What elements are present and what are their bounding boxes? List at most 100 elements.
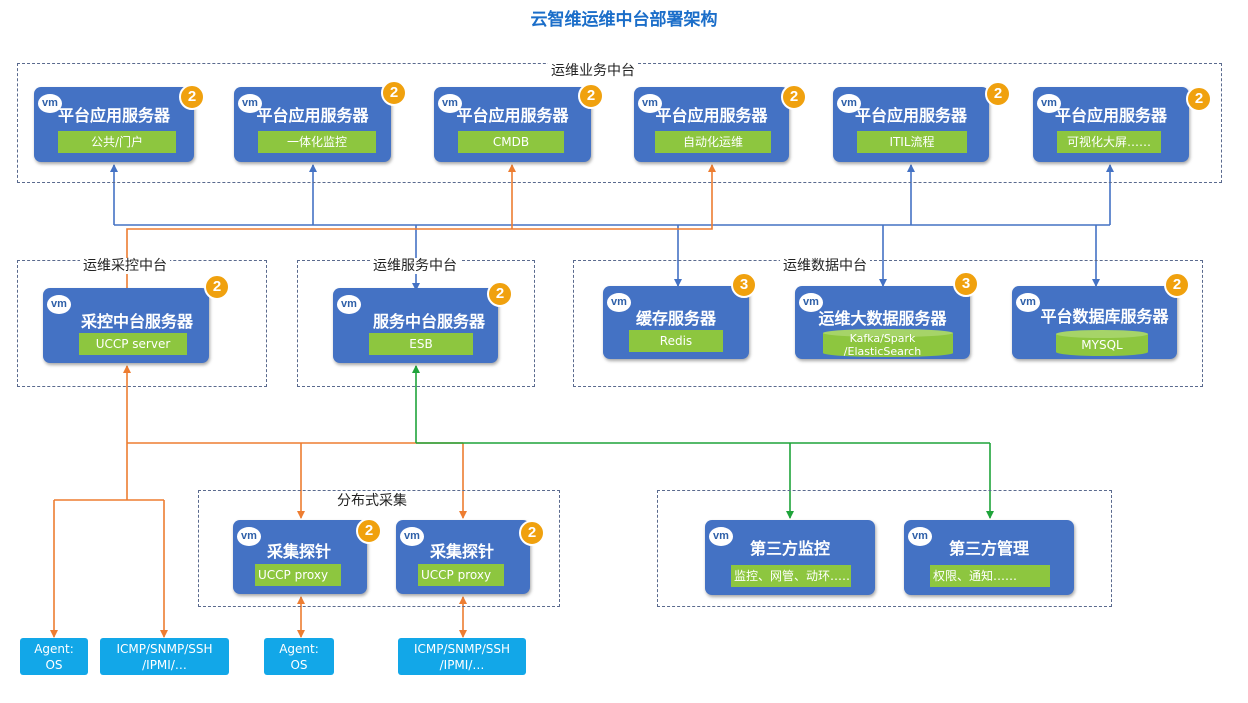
target-line: ICMP/SNMP/SSH — [116, 642, 213, 656]
module-label: MYSQL — [1081, 338, 1123, 352]
service-server[interactable]: vm 服务中台服务器 ESB — [333, 288, 498, 363]
module-label: 权限、通知…… — [930, 565, 1050, 587]
target-agent-os: Agent: OS — [20, 638, 88, 675]
cache-server[interactable]: vm 缓存服务器 Redis — [603, 286, 749, 359]
orange-links — [50, 164, 716, 638]
app-server[interactable]: vm 平台应用服务器 公共/门户 — [34, 87, 194, 162]
count-badge: 2 — [1186, 86, 1212, 112]
group-data-label: 运维数据中台 — [780, 258, 870, 274]
module-label: 一体化监控 — [258, 131, 376, 153]
count-badge: 2 — [985, 81, 1011, 107]
group-data — [573, 260, 1203, 387]
module-label: ITIL流程 — [857, 131, 967, 153]
count-badge: 2 — [179, 84, 205, 110]
count-badge: 2 — [519, 520, 545, 546]
server-name: 平台数据库服务器 — [1040, 307, 1169, 326]
count-badge: 2 — [381, 80, 407, 106]
vm-icon: vm — [337, 295, 361, 314]
vm-icon: vm — [799, 293, 823, 312]
count-badge: 2 — [356, 518, 382, 544]
vm-icon: vm — [1037, 94, 1061, 113]
target-line: /IPMI/… — [142, 658, 187, 672]
server-name: 缓存服务器 — [635, 309, 716, 328]
group-collect-label: 运维采控中台 — [80, 258, 170, 274]
count-badge: 2 — [204, 274, 230, 300]
vm-icon: vm — [638, 94, 662, 113]
vm-icon: vm — [238, 94, 262, 113]
module-label: Redis — [629, 330, 723, 352]
server-name: 平台应用服务器 — [655, 106, 768, 125]
server-name: 第三方管理 — [949, 539, 1030, 558]
module-label: 可视化大屏…… — [1057, 131, 1161, 153]
count-badge: 3 — [953, 271, 979, 297]
group-business-label: 运维业务中台 — [548, 63, 638, 79]
count-badge: 3 — [731, 272, 757, 298]
group-third-party — [657, 490, 1112, 607]
collect-server[interactable]: vm 采控中台服务器 UCCP server — [43, 288, 209, 363]
server-name: 采集探针 — [267, 542, 332, 561]
group-distributed-label: 分布式采集 — [334, 493, 410, 509]
app-server[interactable]: vm 平台应用服务器 自动化运维 — [634, 87, 789, 162]
vm-icon: vm — [908, 527, 932, 546]
bigdata-server[interactable]: vm 运维大数据服务器 Kafka/Spark /ElasticSearch — [795, 286, 970, 359]
probe[interactable]: vm 采集探针 UCCP proxy — [396, 520, 530, 594]
app-server[interactable]: vm 平台应用服务器 CMDB — [434, 87, 591, 162]
module-label: UCCP server — [79, 333, 187, 355]
module-label: UCCP proxy — [418, 564, 504, 586]
database-icon — [823, 329, 953, 357]
count-badge: 2 — [578, 83, 604, 109]
server-name: 平台应用服务器 — [1054, 106, 1167, 125]
server-name: 平台应用服务器 — [854, 106, 967, 125]
target-agent-os: Agent: OS — [264, 638, 334, 675]
server-name: 第三方监控 — [750, 539, 831, 558]
third-party-manage[interactable]: vm 第三方管理 权限、通知…… — [904, 520, 1074, 595]
module-label: Kafka/Spark — [849, 332, 916, 345]
server-name: 运维大数据服务器 — [818, 309, 947, 328]
app-server[interactable]: vm 平台应用服务器 ITIL流程 — [833, 87, 989, 162]
count-badge: 2 — [1164, 272, 1190, 298]
target-line: /IPMI/… — [439, 658, 485, 672]
blue-links — [110, 164, 1114, 291]
module-label: ESB — [369, 333, 473, 355]
green-links — [412, 365, 994, 519]
count-badge: 2 — [781, 84, 807, 110]
group-service-label: 运维服务中台 — [370, 258, 460, 274]
app-server[interactable]: vm 平台应用服务器 可视化大屏…… — [1033, 87, 1189, 162]
third-party-monitor[interactable]: vm 第三方监控 监控、网管、动环…… — [705, 520, 875, 595]
module-label: /ElasticSearch — [843, 345, 922, 358]
module-label: CMDB — [458, 131, 564, 153]
app-server[interactable]: vm 平台应用服务器 一体化监控 — [234, 87, 391, 162]
module-label: 自动化运维 — [655, 131, 771, 153]
server-name: 平台应用服务器 — [57, 106, 170, 125]
group-distributed — [198, 490, 560, 607]
target-line: OS — [290, 658, 308, 672]
server-name: 服务中台服务器 — [373, 312, 486, 331]
vm-icon: vm — [1016, 293, 1040, 312]
vm-icon: vm — [38, 94, 62, 113]
server-name: 平台应用服务器 — [256, 106, 369, 125]
vm-icon: vm — [607, 293, 631, 312]
vm-icon: vm — [47, 295, 71, 314]
vm-icon: vm — [709, 527, 733, 546]
database-server[interactable]: vm 平台数据库服务器 MYSQL — [1012, 286, 1177, 359]
count-badge: 2 — [487, 281, 513, 307]
probe[interactable]: vm 采集探针 UCCP proxy — [233, 520, 367, 594]
target-line: Agent: — [279, 642, 319, 656]
target-protocols: ICMP/SNMP/SSH /IPMI/… — [398, 638, 526, 675]
vm-icon: vm — [438, 94, 462, 113]
database-icon — [1056, 330, 1148, 356]
server-name: 采控中台服务器 — [81, 312, 194, 331]
vm-icon: vm — [400, 527, 424, 546]
server-name: 采集探针 — [430, 542, 495, 561]
module-label: 公共/门户 — [58, 131, 176, 153]
target-line: OS — [45, 658, 63, 672]
module-label: 监控、网管、动环…… — [731, 565, 851, 587]
vm-icon: vm — [837, 94, 861, 113]
target-line: Agent: — [34, 642, 74, 656]
module-label: UCCP proxy — [255, 564, 341, 586]
server-name: 平台应用服务器 — [456, 106, 569, 125]
target-protocols: ICMP/SNMP/SSH /IPMI/… — [100, 638, 229, 675]
page-title: 云智维运维中台部署架构 — [530, 10, 718, 30]
target-line: ICMP/SNMP/SSH — [413, 642, 511, 656]
